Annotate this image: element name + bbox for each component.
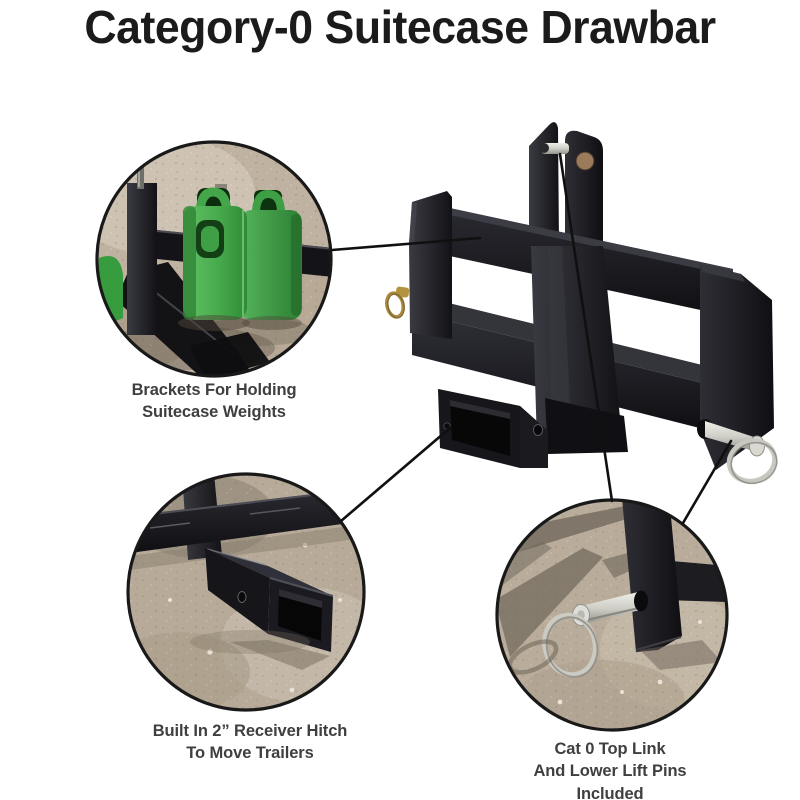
top-link-hole-rim [575, 151, 595, 171]
callout-photo-pins [495, 498, 729, 732]
callout-photo-brackets [95, 140, 333, 378]
callout-label-brackets: Brackets For Holding Suitecase Weights [131, 381, 297, 422]
suitcase-weight-left [183, 187, 247, 320]
callout-label-pins: Cat 0 Top Link And Lower Lift Pins Inclu… [533, 740, 687, 800]
receiver-tube [438, 389, 548, 468]
callout-label-receiver: Built In 2” Receiver Hitch To Move Trail… [152, 722, 348, 763]
left-end-plate [409, 191, 452, 339]
end-plate-closeup [622, 500, 682, 652]
rail-in-circle [128, 488, 364, 553]
receiver-tube-side-face [520, 406, 548, 468]
callout-line-toplink [558, 152, 614, 503]
left-lift-pin [385, 286, 410, 319]
top-link-pin-cap [539, 143, 549, 153]
lynch-ring-closeup [542, 612, 598, 678]
mast-foot [545, 398, 628, 454]
top-link-hole [576, 152, 594, 170]
callout-circle-border-receiver [126, 472, 366, 712]
callout-line-brackets [330, 236, 482, 252]
callout-photo-receiver [126, 472, 366, 712]
bracket-post [127, 183, 157, 335]
hitch-pin-hole-closeup [237, 591, 247, 603]
right-end-plate [700, 264, 774, 470]
callout-lines [330, 152, 733, 525]
frame-shadow [497, 548, 603, 657]
center-mast-sheen [548, 246, 572, 443]
bracket-pin-rod [137, 157, 144, 189]
receiver-pin-hole [533, 424, 543, 436]
page-title: Category-0 Suitecase Drawbar [84, 1, 716, 53]
lynch-ring [726, 438, 778, 484]
suitcase-weight-right [240, 189, 302, 320]
callout-line-receiver [339, 426, 452, 523]
callout-circle-border-brackets [95, 140, 333, 378]
callout-line-liftpin [681, 439, 733, 525]
frame-shadow [497, 506, 633, 558]
receiver-tube-closeup [205, 548, 334, 652]
top-rail-highlight [445, 207, 733, 276]
receiver-opening-glint [450, 400, 510, 419]
right-end-plate-highlight [700, 264, 745, 282]
left-end-plate-highlight [409, 202, 417, 243]
lynch-ring-shade [730, 441, 778, 485]
main-product-photo [385, 122, 778, 485]
right-lift-pin [697, 419, 778, 485]
